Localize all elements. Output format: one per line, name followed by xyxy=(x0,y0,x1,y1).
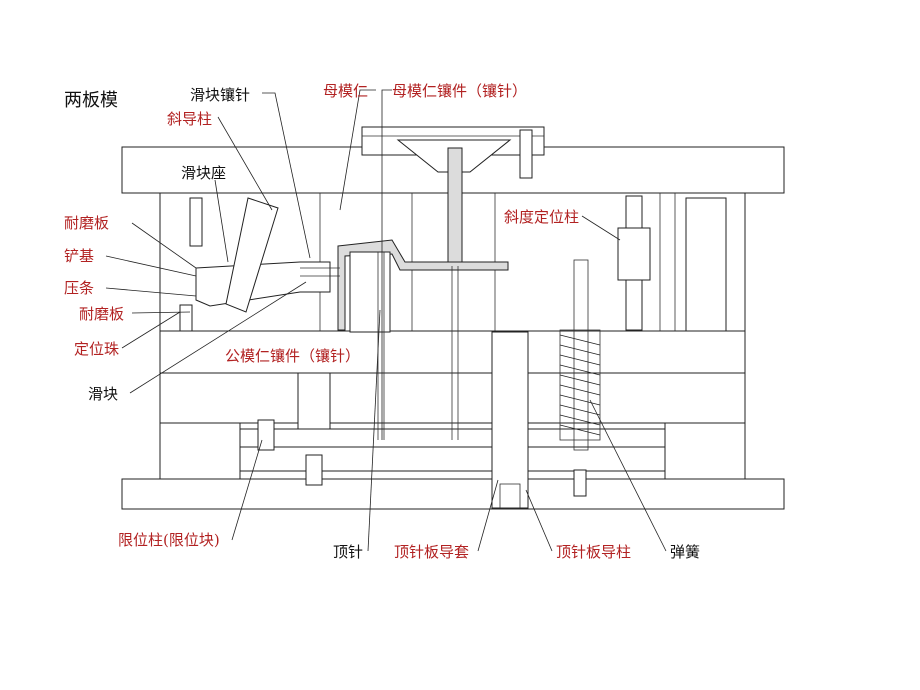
bottom-clamp-plate xyxy=(121,478,785,510)
spring-coil xyxy=(559,259,601,451)
molded-part xyxy=(337,239,509,331)
leader-lines xyxy=(105,89,667,552)
screw-bottom xyxy=(573,469,587,497)
label-cavity: 母模仁 xyxy=(323,82,368,100)
label-spring: 弹簧 xyxy=(670,543,700,561)
label-taper-lock: 斜度定位柱 xyxy=(504,208,579,226)
ejector-retainer-plate xyxy=(239,428,666,448)
mold-structure xyxy=(121,126,785,510)
label-wear-plate-top: 耐磨板 xyxy=(64,214,109,232)
ejector-plate xyxy=(239,446,666,472)
screw-top xyxy=(519,129,533,179)
guide-pin-right xyxy=(685,197,727,332)
diagram-title: 两板模 xyxy=(64,90,118,111)
label-ejector-guide-pin: 顶针板导柱 xyxy=(556,543,631,561)
core-insert-block xyxy=(349,251,391,333)
label-gib: 压条 xyxy=(64,279,94,297)
spacer-block-left xyxy=(159,422,241,480)
support-plate xyxy=(159,372,746,424)
labels: 滑块镶针 斜导柱 滑块座 耐磨板 铲基 压条 耐磨板 定位珠 滑块 母模仁 母模… xyxy=(64,82,700,561)
label-slide: 滑块 xyxy=(88,385,118,403)
screw-left xyxy=(189,197,203,247)
label-slide-insert-pin: 滑块镶针 xyxy=(190,86,250,104)
spacer-block-right xyxy=(664,422,746,480)
angle-pin-shape xyxy=(225,197,279,313)
label-core-insert: 公模仁镶件（镶针） xyxy=(225,347,360,365)
label-ball-detent: 定位珠 xyxy=(74,340,119,358)
ball-detent-screw xyxy=(179,304,193,332)
label-ejector-pin: 顶针 xyxy=(333,543,363,561)
label-ejector-bushing: 顶针板导套 xyxy=(394,543,469,561)
stop-pillar-block xyxy=(257,419,275,451)
label-slide-seat: 滑块座 xyxy=(181,164,226,182)
label-angle-pin: 斜导柱 xyxy=(167,110,212,128)
support-pillar-left xyxy=(297,372,331,430)
label-stop-pillar: 限位柱(限位块) xyxy=(118,531,220,549)
label-cavity-insert: 母模仁镶件（镶针） xyxy=(392,82,527,100)
ejector-guide-pin-body xyxy=(491,331,529,509)
taper-lock-block xyxy=(617,227,651,281)
sprue xyxy=(447,147,463,267)
core-plate xyxy=(159,330,746,374)
label-heel-block: 铲基 xyxy=(64,247,94,265)
label-wear-plate-bottom: 耐磨板 xyxy=(79,305,124,323)
